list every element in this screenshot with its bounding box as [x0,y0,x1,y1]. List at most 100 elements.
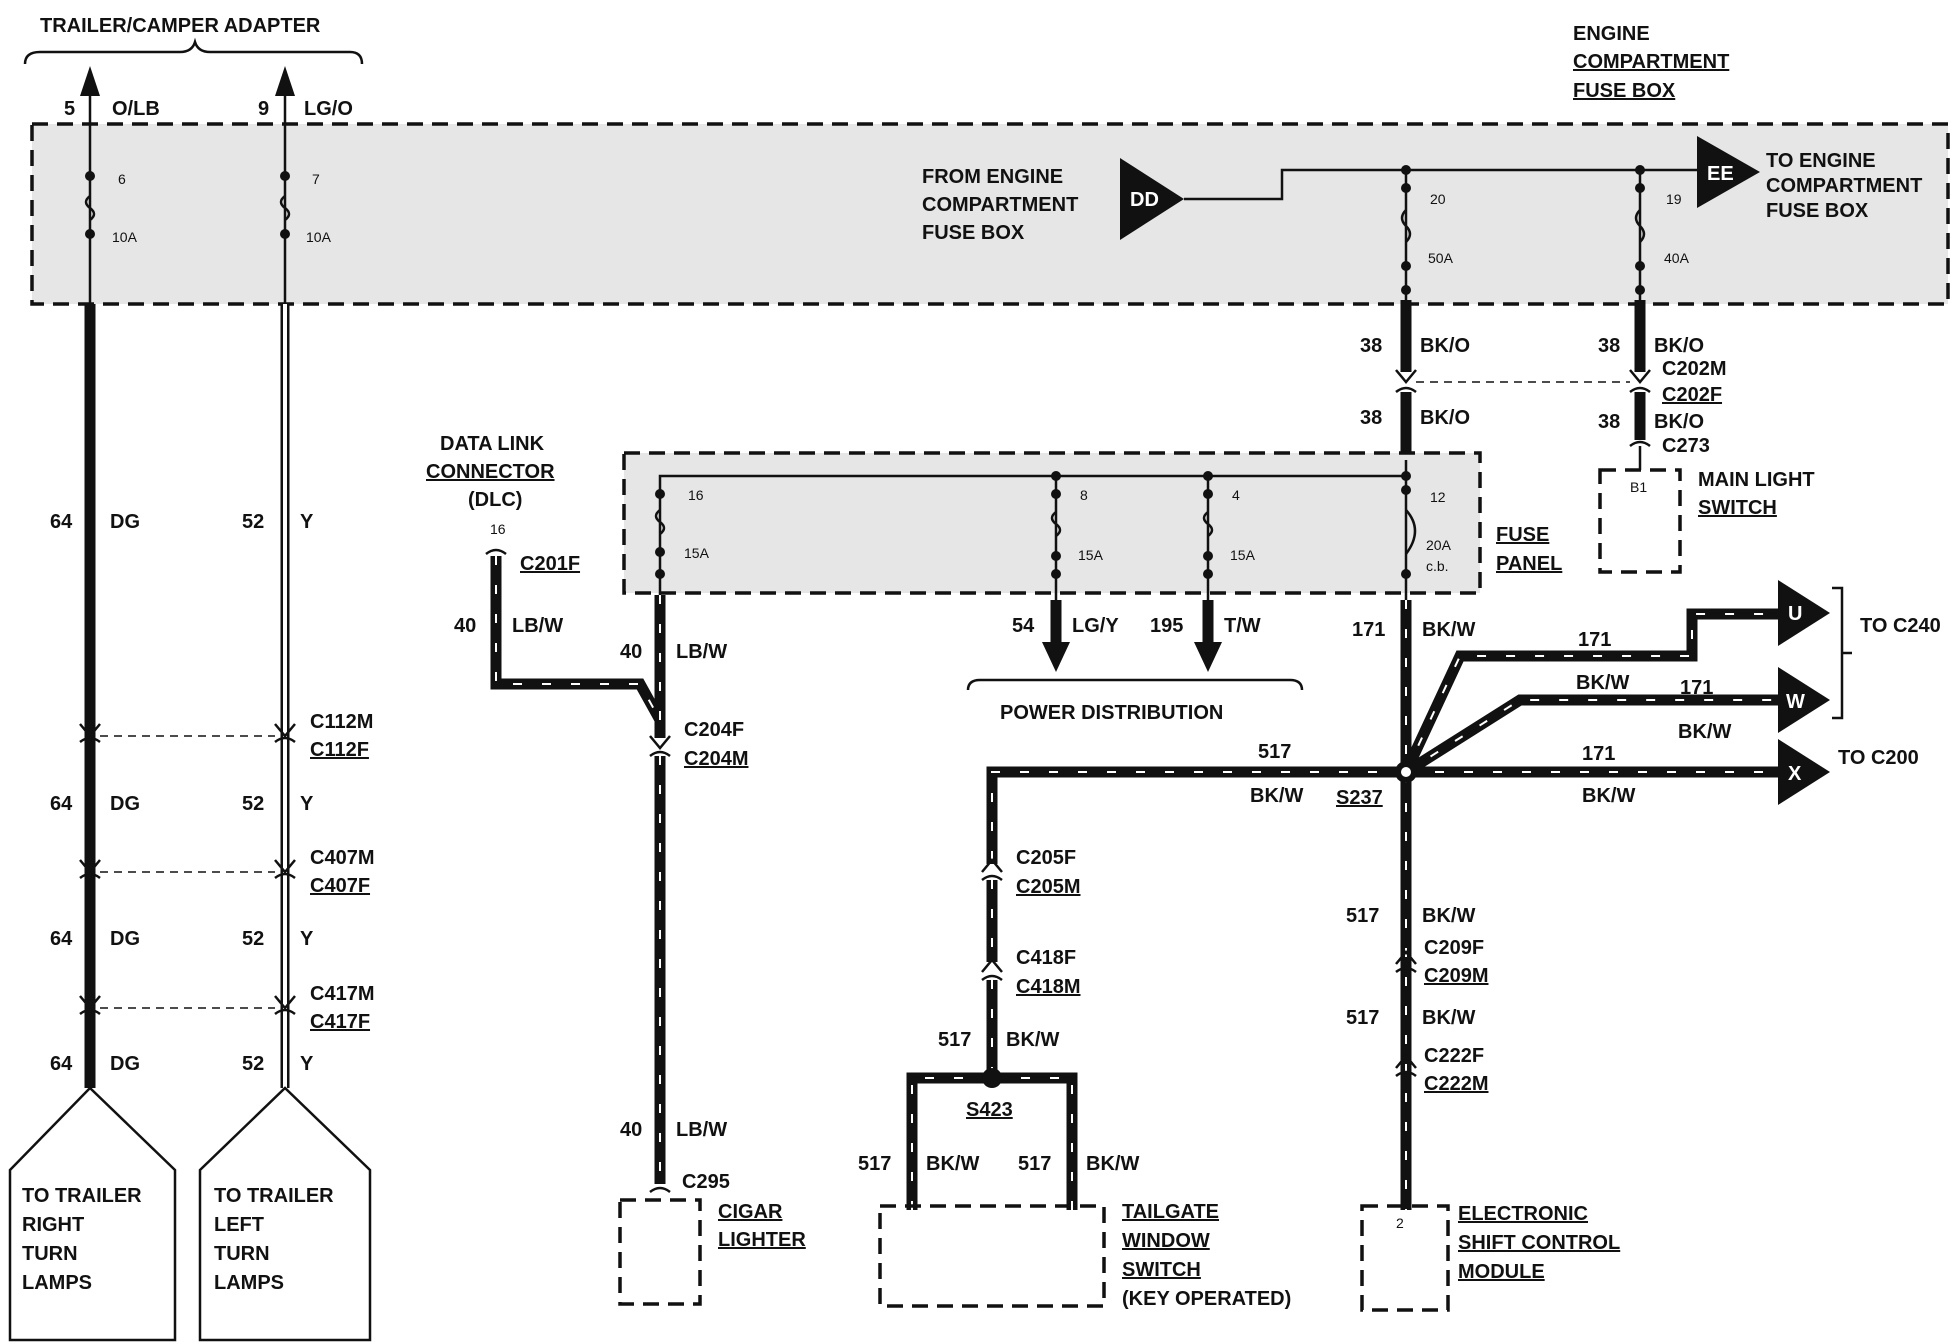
c202-conn-a-f [1395,386,1417,394]
breaker12-number: 12 [1430,489,1446,505]
svg-text:Y: Y [300,511,314,533]
arrow-w [1778,667,1830,733]
svg-text:64: 64 [50,928,73,950]
svg-text:DG: DG [110,1053,140,1075]
dd-tag: DD [1130,189,1159,211]
s237: S237 [1336,787,1383,809]
c205-conn-f [981,858,1003,873]
c417f: C417F [310,1011,370,1033]
panel-fuse-dots [655,471,1411,579]
bkw-e: BK/W [1086,1153,1139,1175]
bko-d: BK/O [1654,411,1704,433]
arrow-u [1778,580,1830,646]
w517-e: 517 [1346,905,1379,927]
w517-f: 517 [1346,1007,1379,1029]
escm-1: ELECTRONIC [1458,1203,1588,1225]
left-lamps-1: TO TRAILER [214,1185,334,1207]
adapter-arrow-5 [80,66,100,96]
dd-triangle [1120,158,1184,240]
w517-d: 517 [1018,1153,1051,1175]
engine-fuse-box-outline [30,122,1950,306]
fuse7-bot-dot [280,229,290,239]
arrow-x-tag: X [1788,763,1802,785]
right-lamps-4: LAMPS [22,1272,92,1294]
fuse16-icon [654,509,666,535]
fuse4-icon [1202,511,1214,537]
bkw-d: BK/W [926,1153,979,1175]
fuse4-amp: 15A [1230,547,1256,563]
bkw-g: BK/W [1422,1007,1475,1029]
fuse7-number: 7 [312,171,320,187]
left-lamps-box [198,1086,372,1342]
right-lamps-3: TURN [22,1243,78,1265]
c273: C273 [1662,435,1710,457]
right-lamps-box [8,1086,177,1342]
w38-d: 38 [1598,411,1620,433]
lbw-c: LB/W [676,1119,727,1141]
fuse19-amp: 40A [1664,250,1690,266]
fuse20-dot3 [1401,261,1411,271]
breaker12-type: c.b. [1426,558,1449,574]
fuse6-amp: 10A [112,229,138,245]
ee-tag: EE [1707,163,1734,185]
fuse20-dot4 [1401,285,1411,295]
c418-conn-f [981,958,1003,973]
c204m: C204M [684,748,748,770]
c204-conn-f [649,750,671,758]
main-light-2: SWITCH [1698,497,1777,519]
adapter-color-9: LG/O [304,98,353,120]
wire-517-to-tailgate-hatch [991,771,1406,864]
to-c240: TO C240 [1860,615,1941,637]
wire-517-s423-right [992,1072,1078,1210]
fuse20-top-dot [1401,165,1411,175]
fuse19-dot2 [1635,183,1645,193]
fuse8-amp: 15A [1078,547,1104,563]
cigar-1: CIGAR [718,1201,783,1223]
c209f: C209F [1424,937,1484,959]
bkw-c: BK/W [1006,1029,1059,1051]
left-lamps-3: TURN [214,1243,270,1265]
cigar-lighter-box [618,1198,702,1306]
c202f: C202F [1662,384,1722,406]
svg-text:DG: DG [110,928,140,950]
c205f: C205F [1016,847,1076,869]
breaker12-icon [1404,509,1417,555]
c209-conn-f [1395,950,1417,965]
fuse19-number: 19 [1666,191,1682,207]
c204-conn-m [649,735,671,750]
adapter-color-5: O/LB [112,98,160,120]
c202-conn-b-f [1629,386,1651,394]
bkw-b: BK/W [1250,785,1303,807]
engine-box-label-2: COMPARTMENT [1573,51,1729,73]
adapter-pin-9: 9 [258,98,269,120]
c240-brace [1832,586,1852,720]
engine-box-label-3: FUSE BOX [1573,80,1676,102]
left-wire-labels: 64 DG 52 Y 64 DG 52 Y 64 DG 52 Y 64 DG 5… [50,511,314,1075]
adapter-pin-5: 5 [64,98,75,120]
w517-c: 517 [858,1153,891,1175]
right-lamps-2: RIGHT [22,1214,84,1236]
to-engine-3: FUSE BOX [1766,200,1869,222]
svg-text:Y: Y [300,928,314,950]
breaker12-amp: 20A [1426,537,1452,553]
fuse16-number: 16 [688,487,704,503]
main-light-pin: B1 [1630,479,1647,495]
s423-splice [982,1068,1002,1088]
fuse6-number: 6 [118,171,126,187]
c222-conn-m [1395,1070,1417,1078]
lbw-a: LB/W [512,615,563,637]
fuse20-amp: 50A [1428,250,1454,266]
fuse-panel-2: PANEL [1496,553,1562,575]
adapter-arrow-9 [275,66,295,96]
bko-a: BK/O [1420,335,1470,357]
escm-3: MODULE [1458,1261,1545,1283]
svg-text:52: 52 [242,928,264,950]
svg-text:64: 64 [50,1053,73,1075]
fuse7-amp: 10A [306,229,332,245]
wire-517-s423-right-hatch [992,1077,1073,1210]
c295: C295 [682,1171,730,1193]
svg-text:52: 52 [242,511,264,533]
svg-text:64: 64 [50,793,73,815]
dlc-1: DATA LINK [440,433,545,455]
fuse-panel-1: FUSE [1496,524,1549,546]
